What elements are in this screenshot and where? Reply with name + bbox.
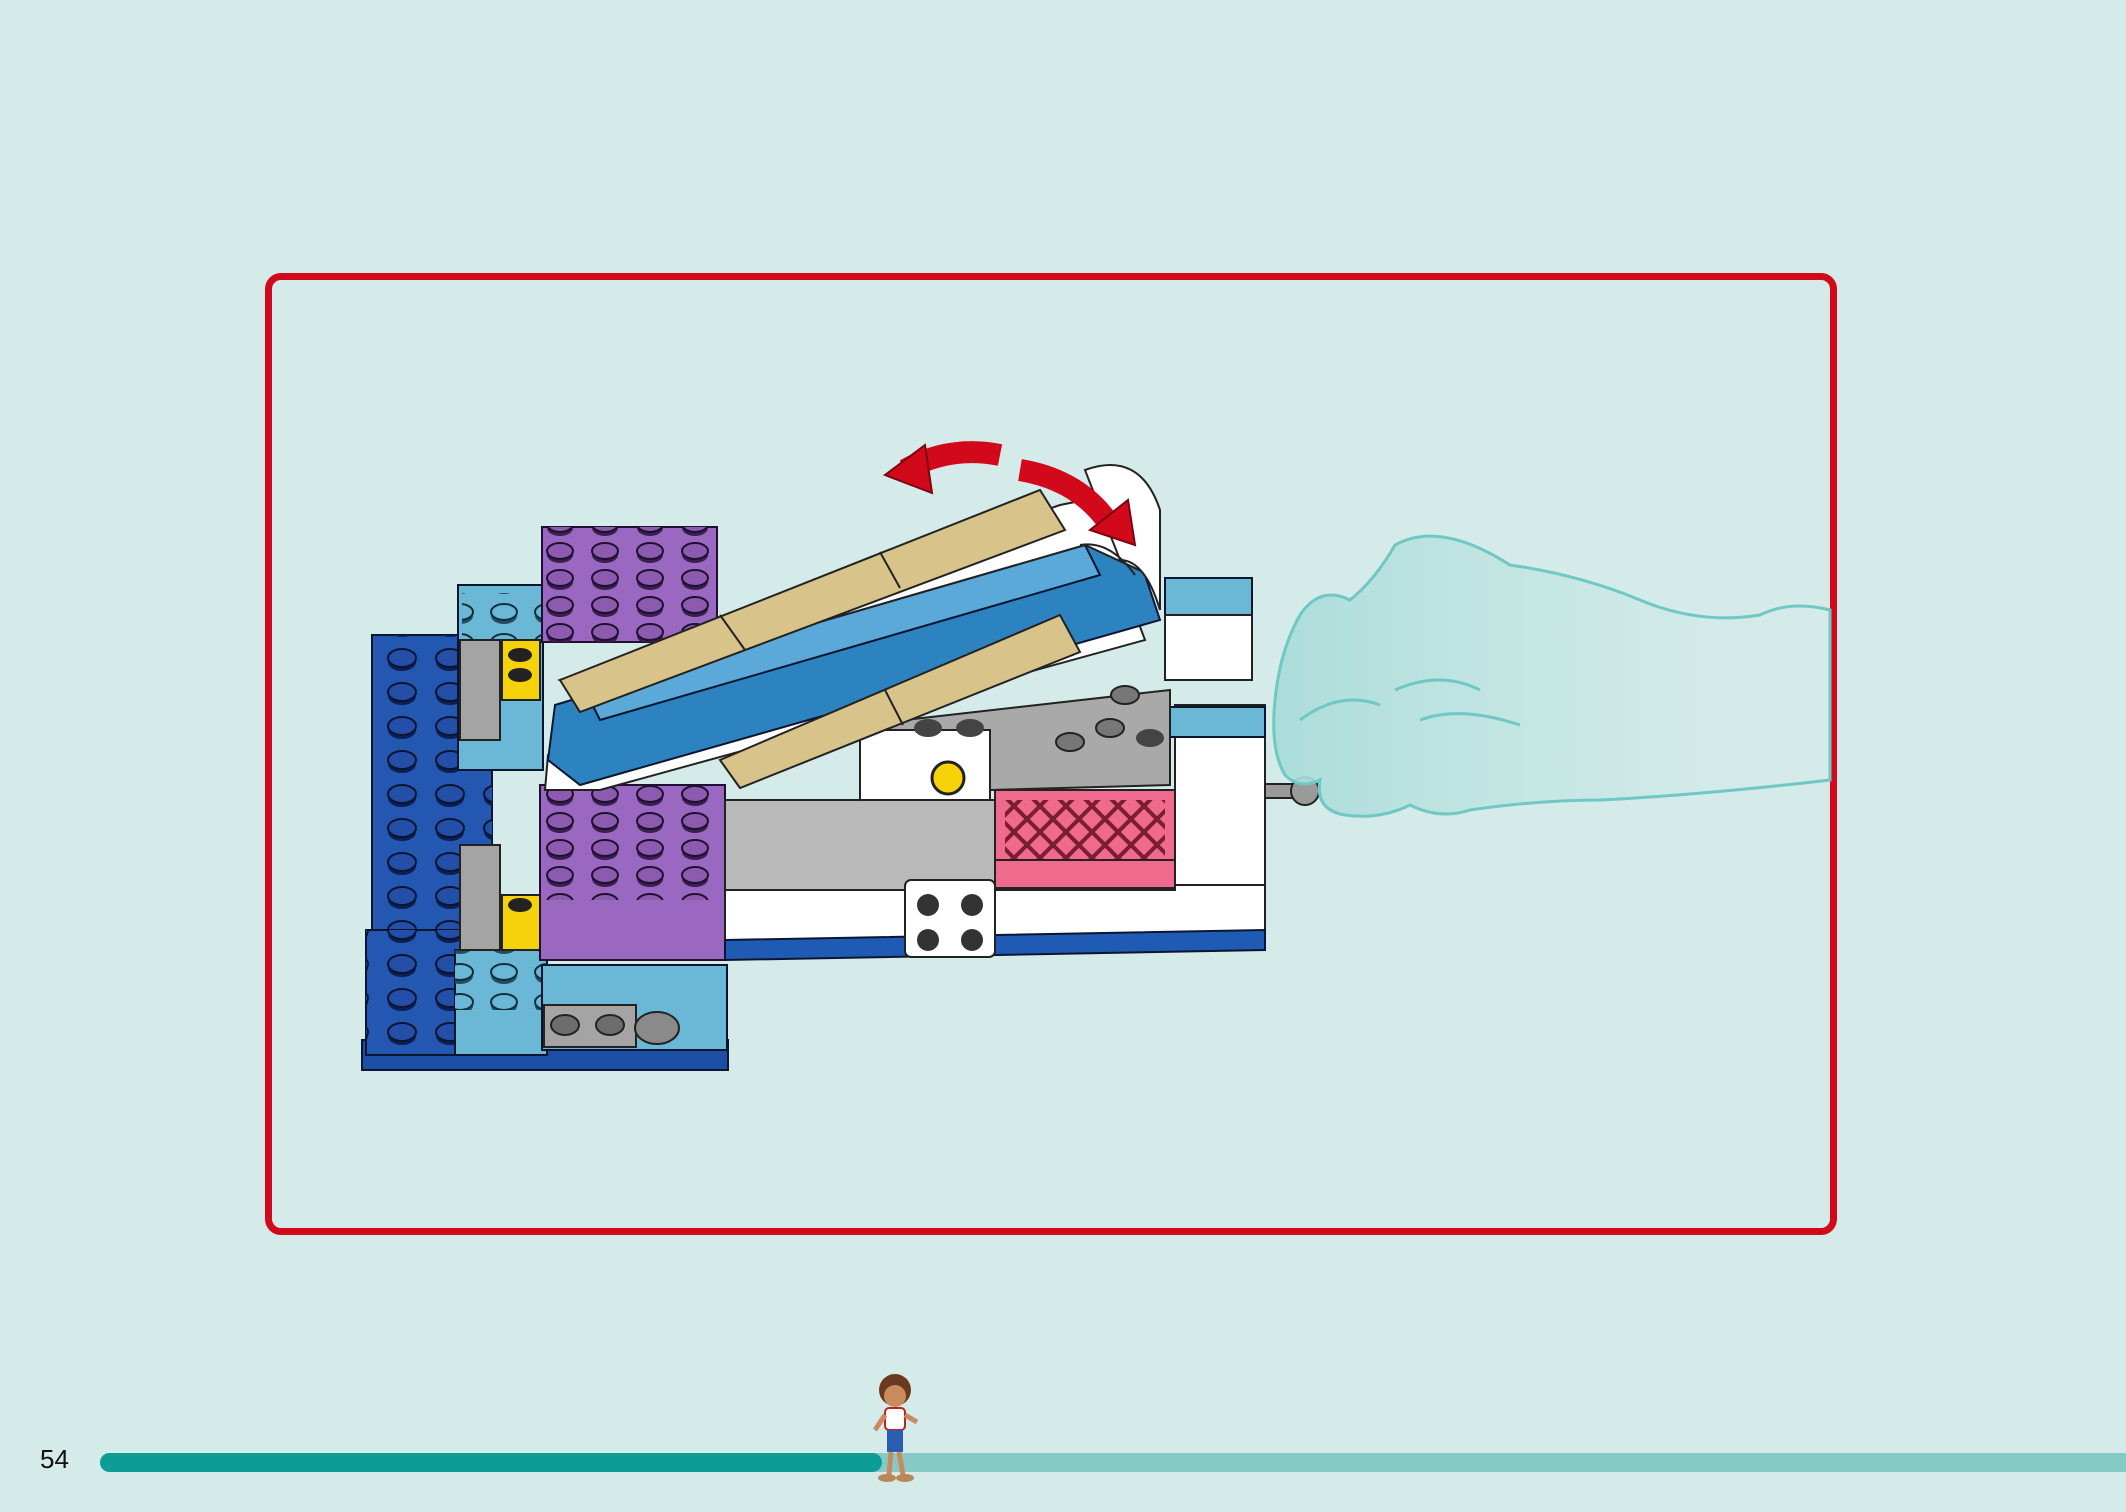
white-hull <box>724 577 1266 962</box>
minifigure-progress-marker-icon <box>872 1374 919 1482</box>
tan-rails <box>558 488 1082 790</box>
progress-bar <box>100 1453 2126 1472</box>
progress-bar-fill <box>100 1453 883 1472</box>
bottom-bricks <box>541 964 728 1051</box>
push-hand-icon <box>1272 534 1832 818</box>
grey-mechanism <box>859 685 1171 802</box>
pink-crate <box>994 789 1176 891</box>
purple-plates <box>539 526 726 961</box>
curved-double-arrow-icon <box>882 441 1137 547</box>
page-number: 54 <box>40 1444 69 1474</box>
grey-technic-bricks <box>459 639 541 951</box>
instruction-frame <box>265 273 1837 1235</box>
